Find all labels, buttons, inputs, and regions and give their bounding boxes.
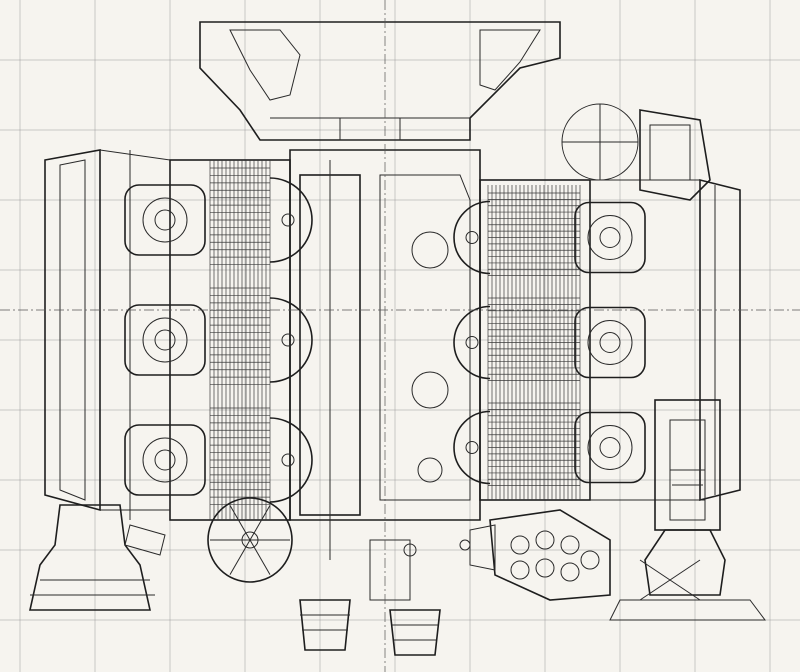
right-cooling-fins [487,185,581,500]
distributor-terminal [560,535,580,555]
distributor-terminal [580,550,600,570]
distributor-terminal [510,535,530,555]
left-base-pulley [29,504,166,611]
crank-pulleys [299,539,471,656]
distributor-terminal [535,530,555,550]
intake-port [124,424,206,496]
intake-port [574,201,646,274]
head-bolt [465,231,479,244]
head-bolt [281,453,295,467]
port-bore [587,320,633,365]
left-cooling-fins [209,160,271,520]
port-bore [142,437,188,483]
fan-spoke [229,505,251,541]
head-bolt [281,333,295,347]
distributor-terminal [535,558,555,578]
head-bolt [281,213,295,227]
left-intake-ports [124,184,206,496]
intake-port [124,304,206,376]
right-cylinder-bank [453,179,591,501]
distributor-terminal [560,562,580,582]
port-bore [587,215,633,260]
head-bolt [465,441,479,454]
top-sump [199,21,561,141]
port-bore-inner [599,437,621,458]
cylinder-head [269,297,313,383]
cylinder-head [453,200,491,275]
port-bore-inner [154,449,176,471]
head-bolt [465,336,479,349]
cylinder-head [269,417,313,503]
cylinder-head [269,177,313,263]
intake-port [574,411,646,484]
left-cylinder-heads [269,177,313,503]
port-bore [587,425,633,470]
fan-spoke [249,505,271,541]
port-bore [142,197,188,243]
port-bore-inner [154,329,176,351]
cylinder-head [453,410,491,485]
right-base-pulley [609,399,766,621]
left-intake [44,149,171,520]
left-cylinder-bank [169,159,313,521]
intake-port [124,184,206,256]
fan-wheel [207,497,293,583]
distributor [469,509,611,601]
port-bore [142,317,188,363]
distributor-terminal [510,560,530,580]
right-intake-ports [574,201,646,484]
port-bore-inner [599,227,621,248]
port-bore-inner [154,209,176,231]
fan-spoke [249,539,271,575]
fan-spoke [229,539,251,575]
port-bore-inner [599,332,621,353]
intake-port [574,306,646,379]
